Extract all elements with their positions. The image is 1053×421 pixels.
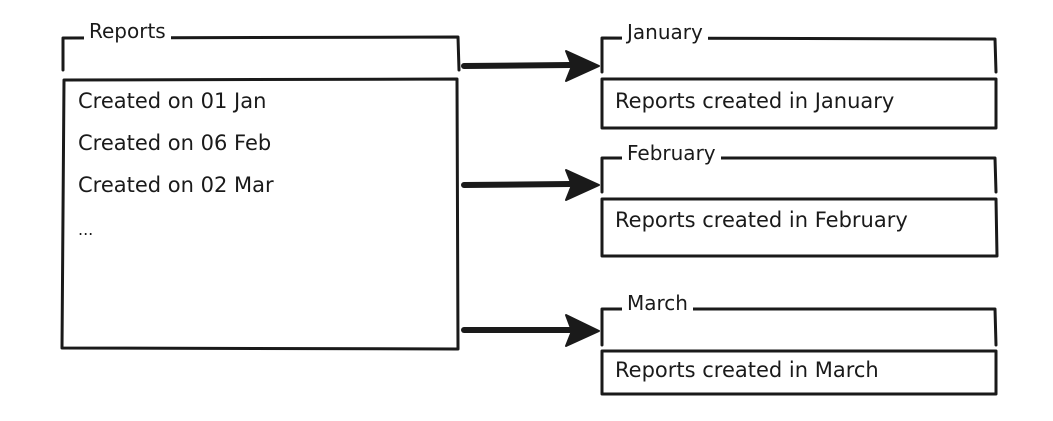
arrow-to-february xyxy=(461,169,600,201)
march-panel-body-frame xyxy=(600,349,998,396)
reports-panel-title: Reports xyxy=(84,19,171,43)
arrow-to-january xyxy=(461,50,600,82)
march-panel-title: March xyxy=(622,291,693,315)
reports-list-item-2: Created on 06 Feb xyxy=(78,131,272,155)
february-panel-header-frame xyxy=(600,156,998,194)
february-panel-text: Reports created in February xyxy=(615,208,908,232)
arrow-to-march xyxy=(461,314,600,347)
march-panel-text: Reports created in March xyxy=(615,358,879,382)
february-panel-body-frame xyxy=(600,197,999,258)
january-panel-text: Reports created in January xyxy=(615,89,895,113)
march-panel-header-frame xyxy=(600,307,998,347)
january-panel-title: January xyxy=(622,20,708,44)
february-panel-title: February xyxy=(622,141,721,165)
reports-panel-header-frame xyxy=(61,35,461,72)
reports-list-item-1: Created on 01 Jan xyxy=(78,89,267,113)
reports-panel-body-frame xyxy=(60,77,460,351)
january-panel-body-frame xyxy=(600,77,998,130)
reports-list-ellipsis: ... xyxy=(78,220,94,239)
january-panel-header-frame xyxy=(600,36,998,74)
reports-list-item-3: Created on 02 Mar xyxy=(78,173,274,197)
